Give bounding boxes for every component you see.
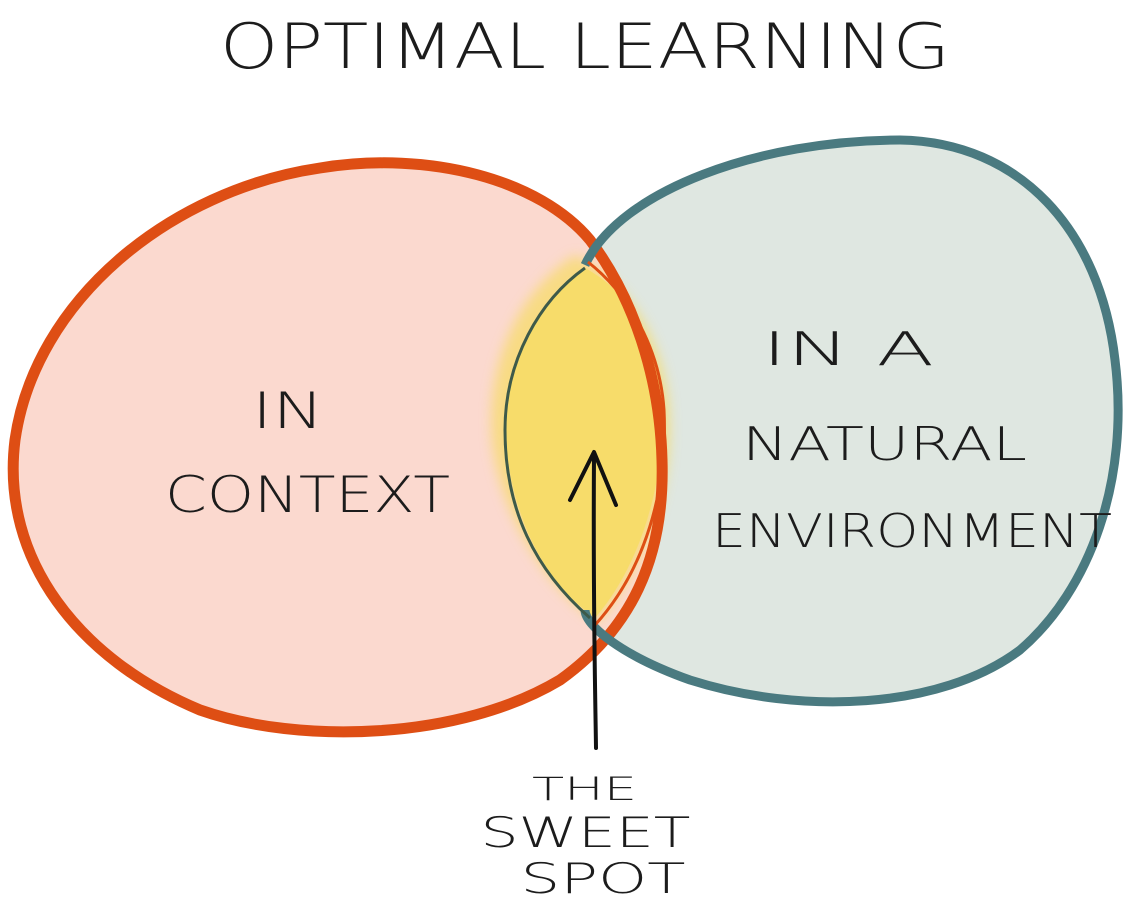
right-set-fill bbox=[551, 140, 1119, 702]
arrow-head bbox=[568, 450, 618, 507]
left-set-label: IN CONTEXT bbox=[165, 382, 450, 524]
right-set-inner-arc bbox=[503, 266, 591, 620]
sweet-spot-line-1: THE bbox=[532, 770, 637, 808]
left-set-line-2: CONTEXT bbox=[165, 466, 450, 524]
right-set-line-3: ENVIRONMENT bbox=[712, 504, 1112, 558]
diagram-title: OPTIMAL LEARNING bbox=[220, 10, 950, 83]
left-set-inner-arc bbox=[587, 260, 666, 627]
right-set-line-1: IN A bbox=[762, 322, 934, 376]
sweet-spot-arrow bbox=[568, 450, 618, 750]
sweet-spot-label: THE SWEET SPOT bbox=[480, 770, 695, 898]
right-set-label: IN A NATURAL ENVIRONMENT bbox=[712, 322, 1112, 558]
sweet-spot-line-2: SWEET bbox=[480, 808, 690, 857]
left-set-outline bbox=[7, 157, 668, 738]
right-set-outline bbox=[580, 135, 1123, 707]
right-set-line-2: NATURAL bbox=[742, 417, 1027, 471]
sweet-spot-line-3: SPOT bbox=[521, 854, 686, 898]
sweet-spot-fill bbox=[505, 268, 663, 618]
left-set-line-1: IN bbox=[252, 382, 324, 440]
arrow-shaft bbox=[591, 453, 598, 750]
left-set-fill bbox=[13, 162, 663, 732]
